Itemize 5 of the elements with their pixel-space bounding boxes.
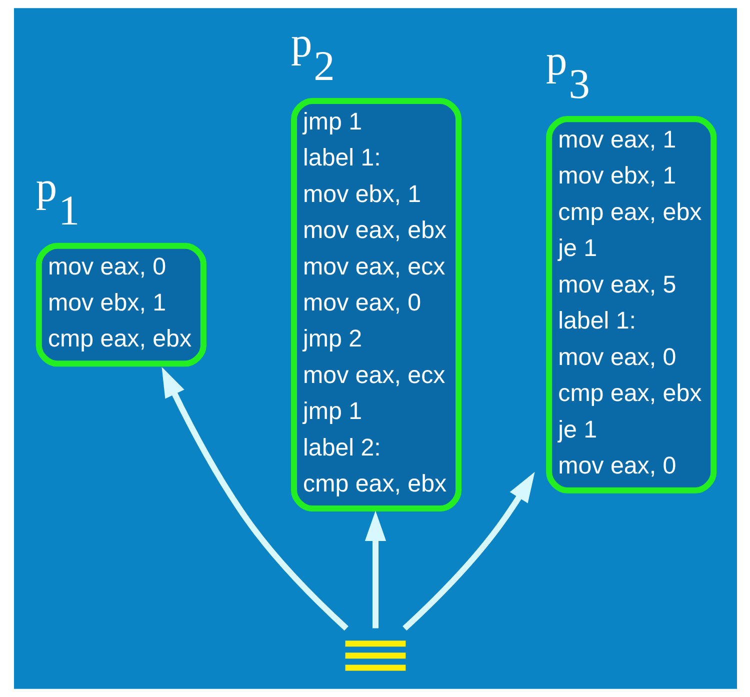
arrow bbox=[364, 510, 386, 628]
node-box: mov eax, 1 mov ebx, 1 cmp eax, ebx je 1 mov eax, 5 label 1: mov eax, 0 cmp eax, ebx je 1 mov eax, 0 bbox=[546, 116, 716, 494]
node-box: jmp 1 label 1: mov ebx, 1 mov eax, ebx mov eax, ecx mov eax, 0 jmp 2 mov eax, ecx jmp 1 label 2: cmp eax, ebx bbox=[290, 98, 462, 512]
node-box: mov eax, 0 mov ebx, 1 cmp eax, ebx bbox=[35, 242, 206, 367]
arrow bbox=[161, 366, 348, 631]
